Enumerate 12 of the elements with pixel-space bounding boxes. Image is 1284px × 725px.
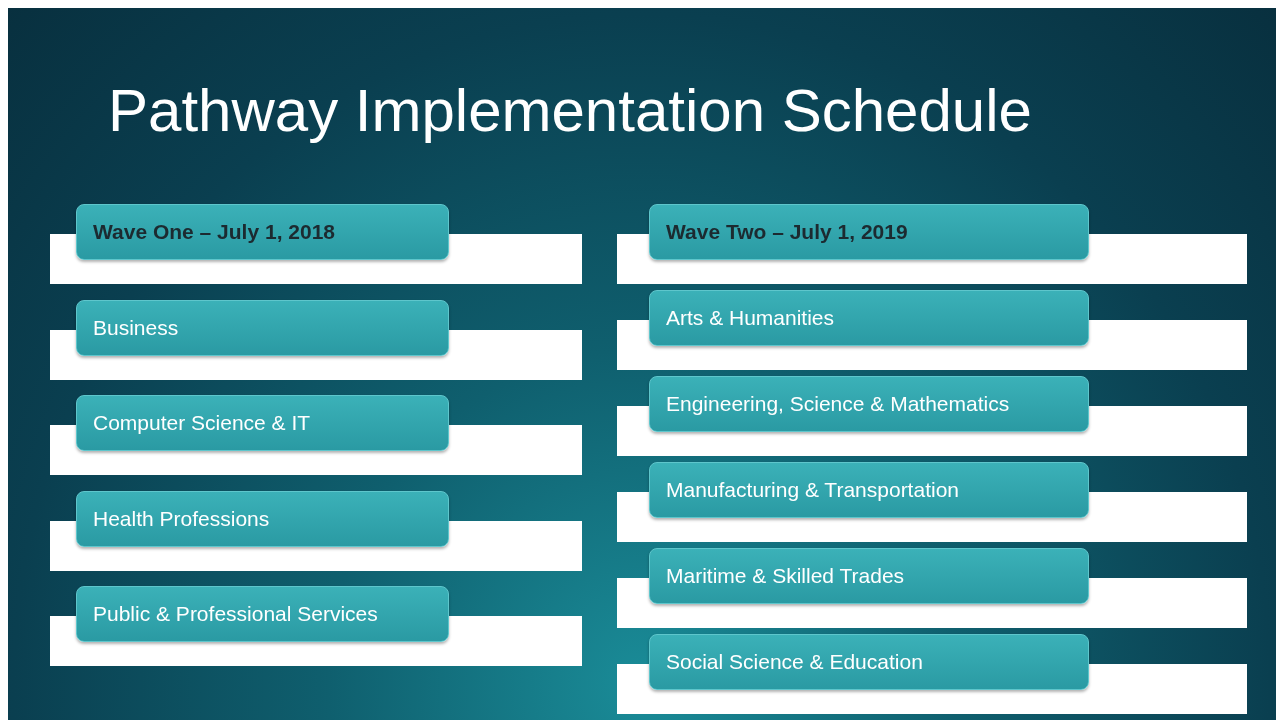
pathway-banner: Public & Professional Services (50, 586, 582, 666)
wave-header-banner: Wave Two – July 1, 2019 (617, 204, 1247, 284)
title: Pathway Implementation Schedule (108, 76, 1032, 145)
pathway-banner: Health Professions (50, 490, 582, 571)
pathway-banner: Computer Science & IT (50, 395, 582, 475)
wave-header-banner: Wave One – July 1, 2018 (50, 204, 582, 284)
pathway-banner: Maritime & Skilled Trades (617, 548, 1247, 628)
pathway-banner: Engineering, Science & Mathematics (617, 376, 1247, 456)
pathway-banner: Arts & Humanities (617, 290, 1247, 370)
pathway-banner: Social Science & Education (617, 634, 1247, 714)
pathway-banner: Manufacturing & Transportation (617, 462, 1247, 542)
pathway-banner: Business (50, 299, 582, 380)
